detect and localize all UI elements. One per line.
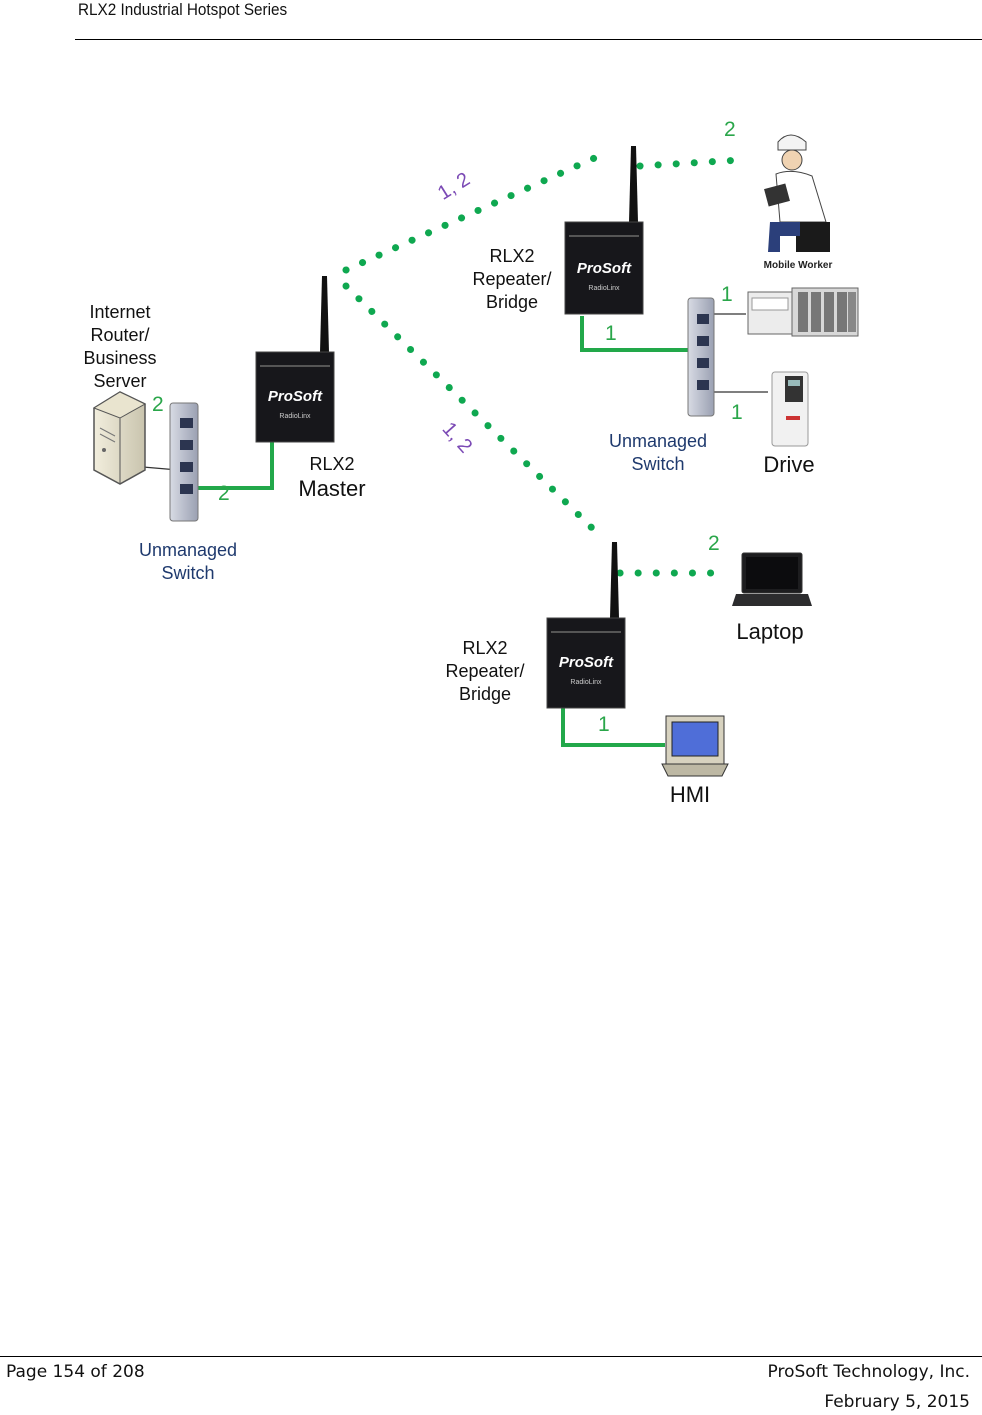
top-repeater-label-line: Repeater/	[472, 269, 552, 289]
link-number-hmi: 1	[598, 713, 610, 736]
page-number: Page 154 of 208	[6, 1362, 145, 1382]
link-number-drive: 1	[731, 401, 743, 424]
left-switch-label: Unmanaged Switch	[118, 539, 258, 585]
wired-link-switch-master	[196, 438, 274, 490]
laptop-icon	[732, 552, 812, 606]
svg-text:ProSoft: ProSoft	[577, 260, 632, 277]
svg-text:ProSoft: ProSoft	[268, 388, 323, 405]
mobile-worker-icon: Mobile Worker	[764, 134, 833, 271]
bottom-repeater-label-line: RLX2	[462, 638, 508, 658]
wireless-master-bottom	[342, 282, 596, 532]
link-number-switch-master: 2	[218, 482, 230, 505]
left-switch-icon	[169, 402, 199, 522]
bottom-repeater-radio-icon: ProSoft RadioLinx	[546, 542, 626, 709]
link-number-top-repeater-switch: 1	[605, 322, 617, 345]
left-switch-label-line: Unmanaged	[138, 540, 238, 560]
master-label: RLX2 Master	[282, 453, 382, 502]
server-icon	[92, 391, 147, 485]
top-repeater-label-line: RLX2	[489, 246, 535, 266]
link-number-worker: 2	[724, 118, 736, 141]
hmi-icon	[661, 715, 729, 777]
document-header: RLX2 Industrial Hotspot Series	[78, 0, 288, 19]
wired-links	[196, 316, 690, 747]
master-label-line: Master	[298, 476, 366, 501]
laptop-label: Laptop	[736, 619, 804, 644]
mobile-worker-caption: Mobile Worker	[764, 260, 833, 271]
footer-rule	[0, 1356, 982, 1357]
wireless-top-worker	[636, 156, 744, 170]
svg-text:ProSoft: ProSoft	[559, 654, 614, 671]
bottom-repeater-label: RLX2 Repeater/ Bridge	[429, 637, 541, 706]
top-repeater-radio-icon: ProSoft RadioLinx	[564, 146, 644, 315]
right-switch-label-line: Unmanaged	[608, 431, 708, 451]
wired-link-repeater-hmi	[561, 708, 665, 747]
link-number-plc: 1	[721, 283, 733, 306]
svg-text:RadioLinx: RadioLinx	[279, 413, 311, 420]
right-switch-label: Unmanaged Switch	[588, 430, 728, 476]
server-label-line: Server	[93, 371, 147, 391]
plc-rack-icon	[747, 287, 859, 337]
top-repeater-label: RLX2 Repeater/ Bridge	[456, 245, 568, 314]
master-label-line: RLX2	[309, 454, 355, 474]
footer-date: February 5, 2015	[824, 1392, 970, 1412]
right-switch-icon	[687, 297, 715, 417]
wired-link-repeater-switch	[580, 316, 690, 352]
svg-text:RadioLinx: RadioLinx	[588, 285, 620, 292]
master-radio-icon: ProSoft RadioLinx	[255, 276, 335, 443]
header-rule	[75, 39, 982, 40]
drive-icon	[771, 371, 809, 447]
server-label-line: Router/	[90, 325, 150, 345]
drive-label: Drive	[763, 452, 815, 477]
link-number-laptop: 2	[708, 532, 720, 555]
wireless-links	[342, 147, 744, 577]
server-label-line: Internet	[89, 302, 151, 322]
bottom-repeater-label-line: Repeater/	[445, 661, 525, 681]
footer-company: ProSoft Technology, Inc.	[767, 1362, 971, 1382]
link-number-server: 2	[152, 393, 164, 416]
svg-text:RadioLinx: RadioLinx	[570, 679, 602, 686]
left-switch-label-line: Switch	[161, 563, 215, 583]
hmi-label: HMI	[669, 782, 711, 807]
top-repeater-label-line: Bridge	[485, 292, 539, 312]
server-label: Internet Router/ Business Server	[66, 301, 174, 393]
wireless-master-top	[342, 147, 614, 274]
server-label-line: Business	[83, 348, 157, 368]
bottom-repeater-label-line: Bridge	[458, 684, 512, 704]
right-switch-label-line: Switch	[631, 454, 685, 474]
